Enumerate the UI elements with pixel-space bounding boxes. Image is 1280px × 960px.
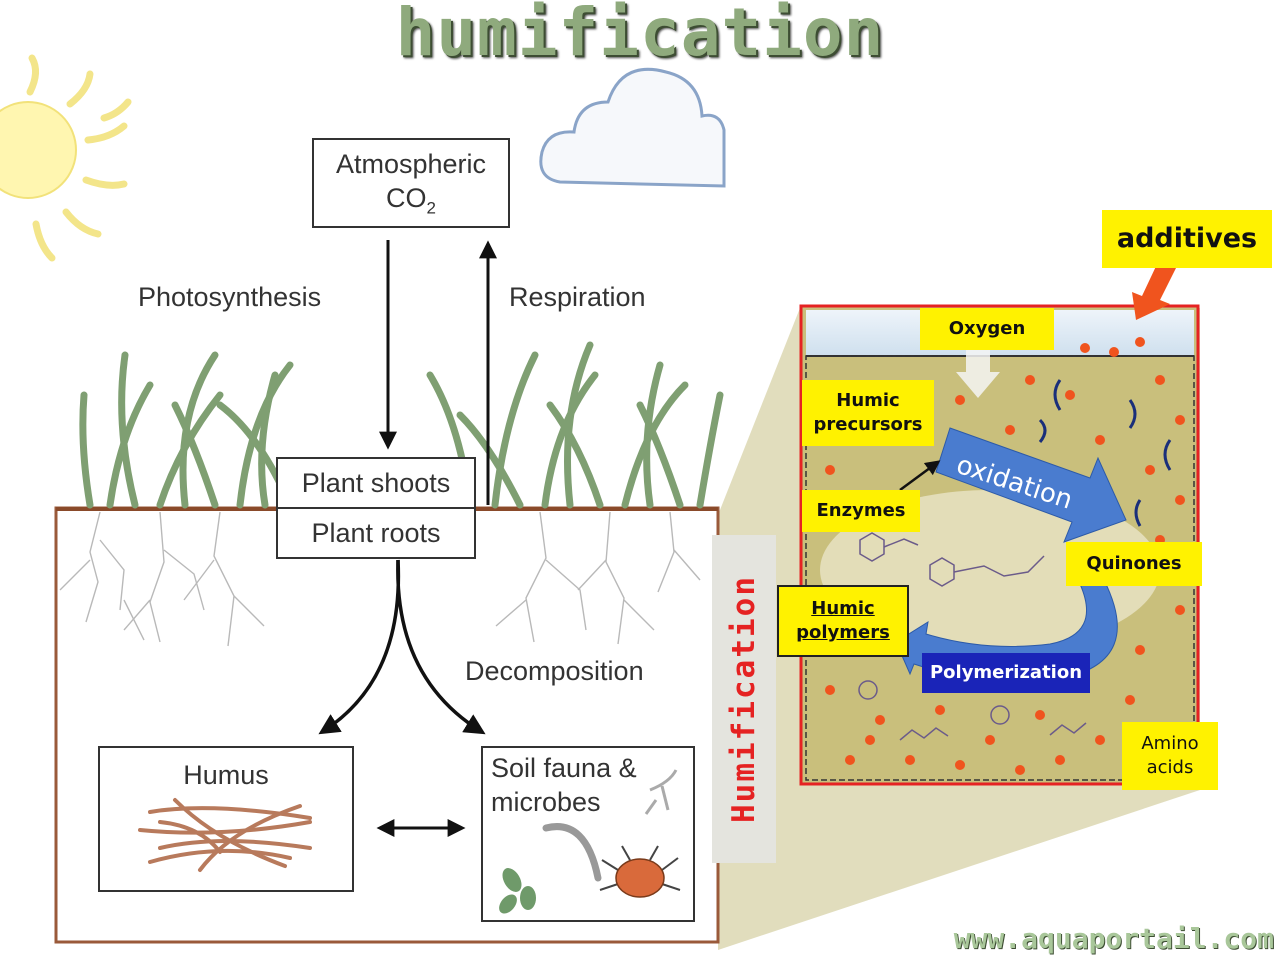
humification-side-label: Humification [712, 535, 776, 863]
amino-acids-line1: Amino [1141, 732, 1199, 754]
sun-icon [0, 54, 132, 262]
additives-arrow [1132, 262, 1176, 320]
atmospheric-label: Atmospheric [335, 148, 487, 179]
humic-precursors-label: Humic precursors [802, 380, 934, 446]
decomposition-arrow-fauna [396, 559, 486, 735]
plant-roots-box: Plant roots [276, 507, 476, 559]
grass-illustration [79, 341, 724, 509]
humic-precursors-line1: Humic [836, 389, 900, 411]
decomposition-label: Decomposition [465, 656, 644, 686]
humus-box: Humus [98, 746, 354, 892]
additives-label: additives [1102, 210, 1272, 268]
plant-shoots-box: Plant shoots [276, 457, 476, 509]
humic-polymers-line2: polymers [796, 622, 890, 643]
page-title: humification [395, 0, 885, 71]
humic-precursors-line2: precursors [813, 414, 923, 435]
enzyme-arrow [899, 460, 941, 492]
humic-polymers-label: Humic polymers [777, 585, 909, 657]
photosynthesis-label: Photosynthesis [138, 282, 322, 312]
soil-fauna-label-line2: microbes [491, 786, 601, 817]
co2-formula: CO2 [386, 182, 436, 219]
amino-acids-line2: acids [1146, 757, 1194, 778]
polymerization-label: Polymerization [922, 653, 1090, 693]
humus-label: Humus [183, 760, 269, 790]
respiration-label: Respiration [509, 282, 646, 312]
oxygen-arrow [956, 350, 1000, 398]
amino-acids-label: Amino acids [1122, 722, 1218, 790]
root-illustration [59, 511, 701, 647]
enzymes-label: Enzymes [802, 490, 920, 532]
molecule-sketches [858, 532, 1087, 741]
quinones-label: Quinones [1066, 542, 1202, 586]
oxygen-label: Oxygen [920, 308, 1054, 350]
soil-fauna-label-line1: Soil fauna & [491, 753, 637, 783]
co2-subscript: 2 [426, 197, 436, 217]
co2-base: CO [386, 182, 427, 213]
oxidation-arrow [935, 427, 1127, 543]
cloud-icon [539, 67, 726, 188]
soil-fauna-box: Soil fauna & microbes [481, 746, 695, 922]
atmospheric-co2-box: Atmospheric CO2 [312, 138, 510, 228]
watermark-url: www.aquaportail.com [953, 922, 1274, 955]
humification-side-text: Humification [726, 575, 762, 823]
humic-polymers-line1: Humic [811, 597, 875, 619]
